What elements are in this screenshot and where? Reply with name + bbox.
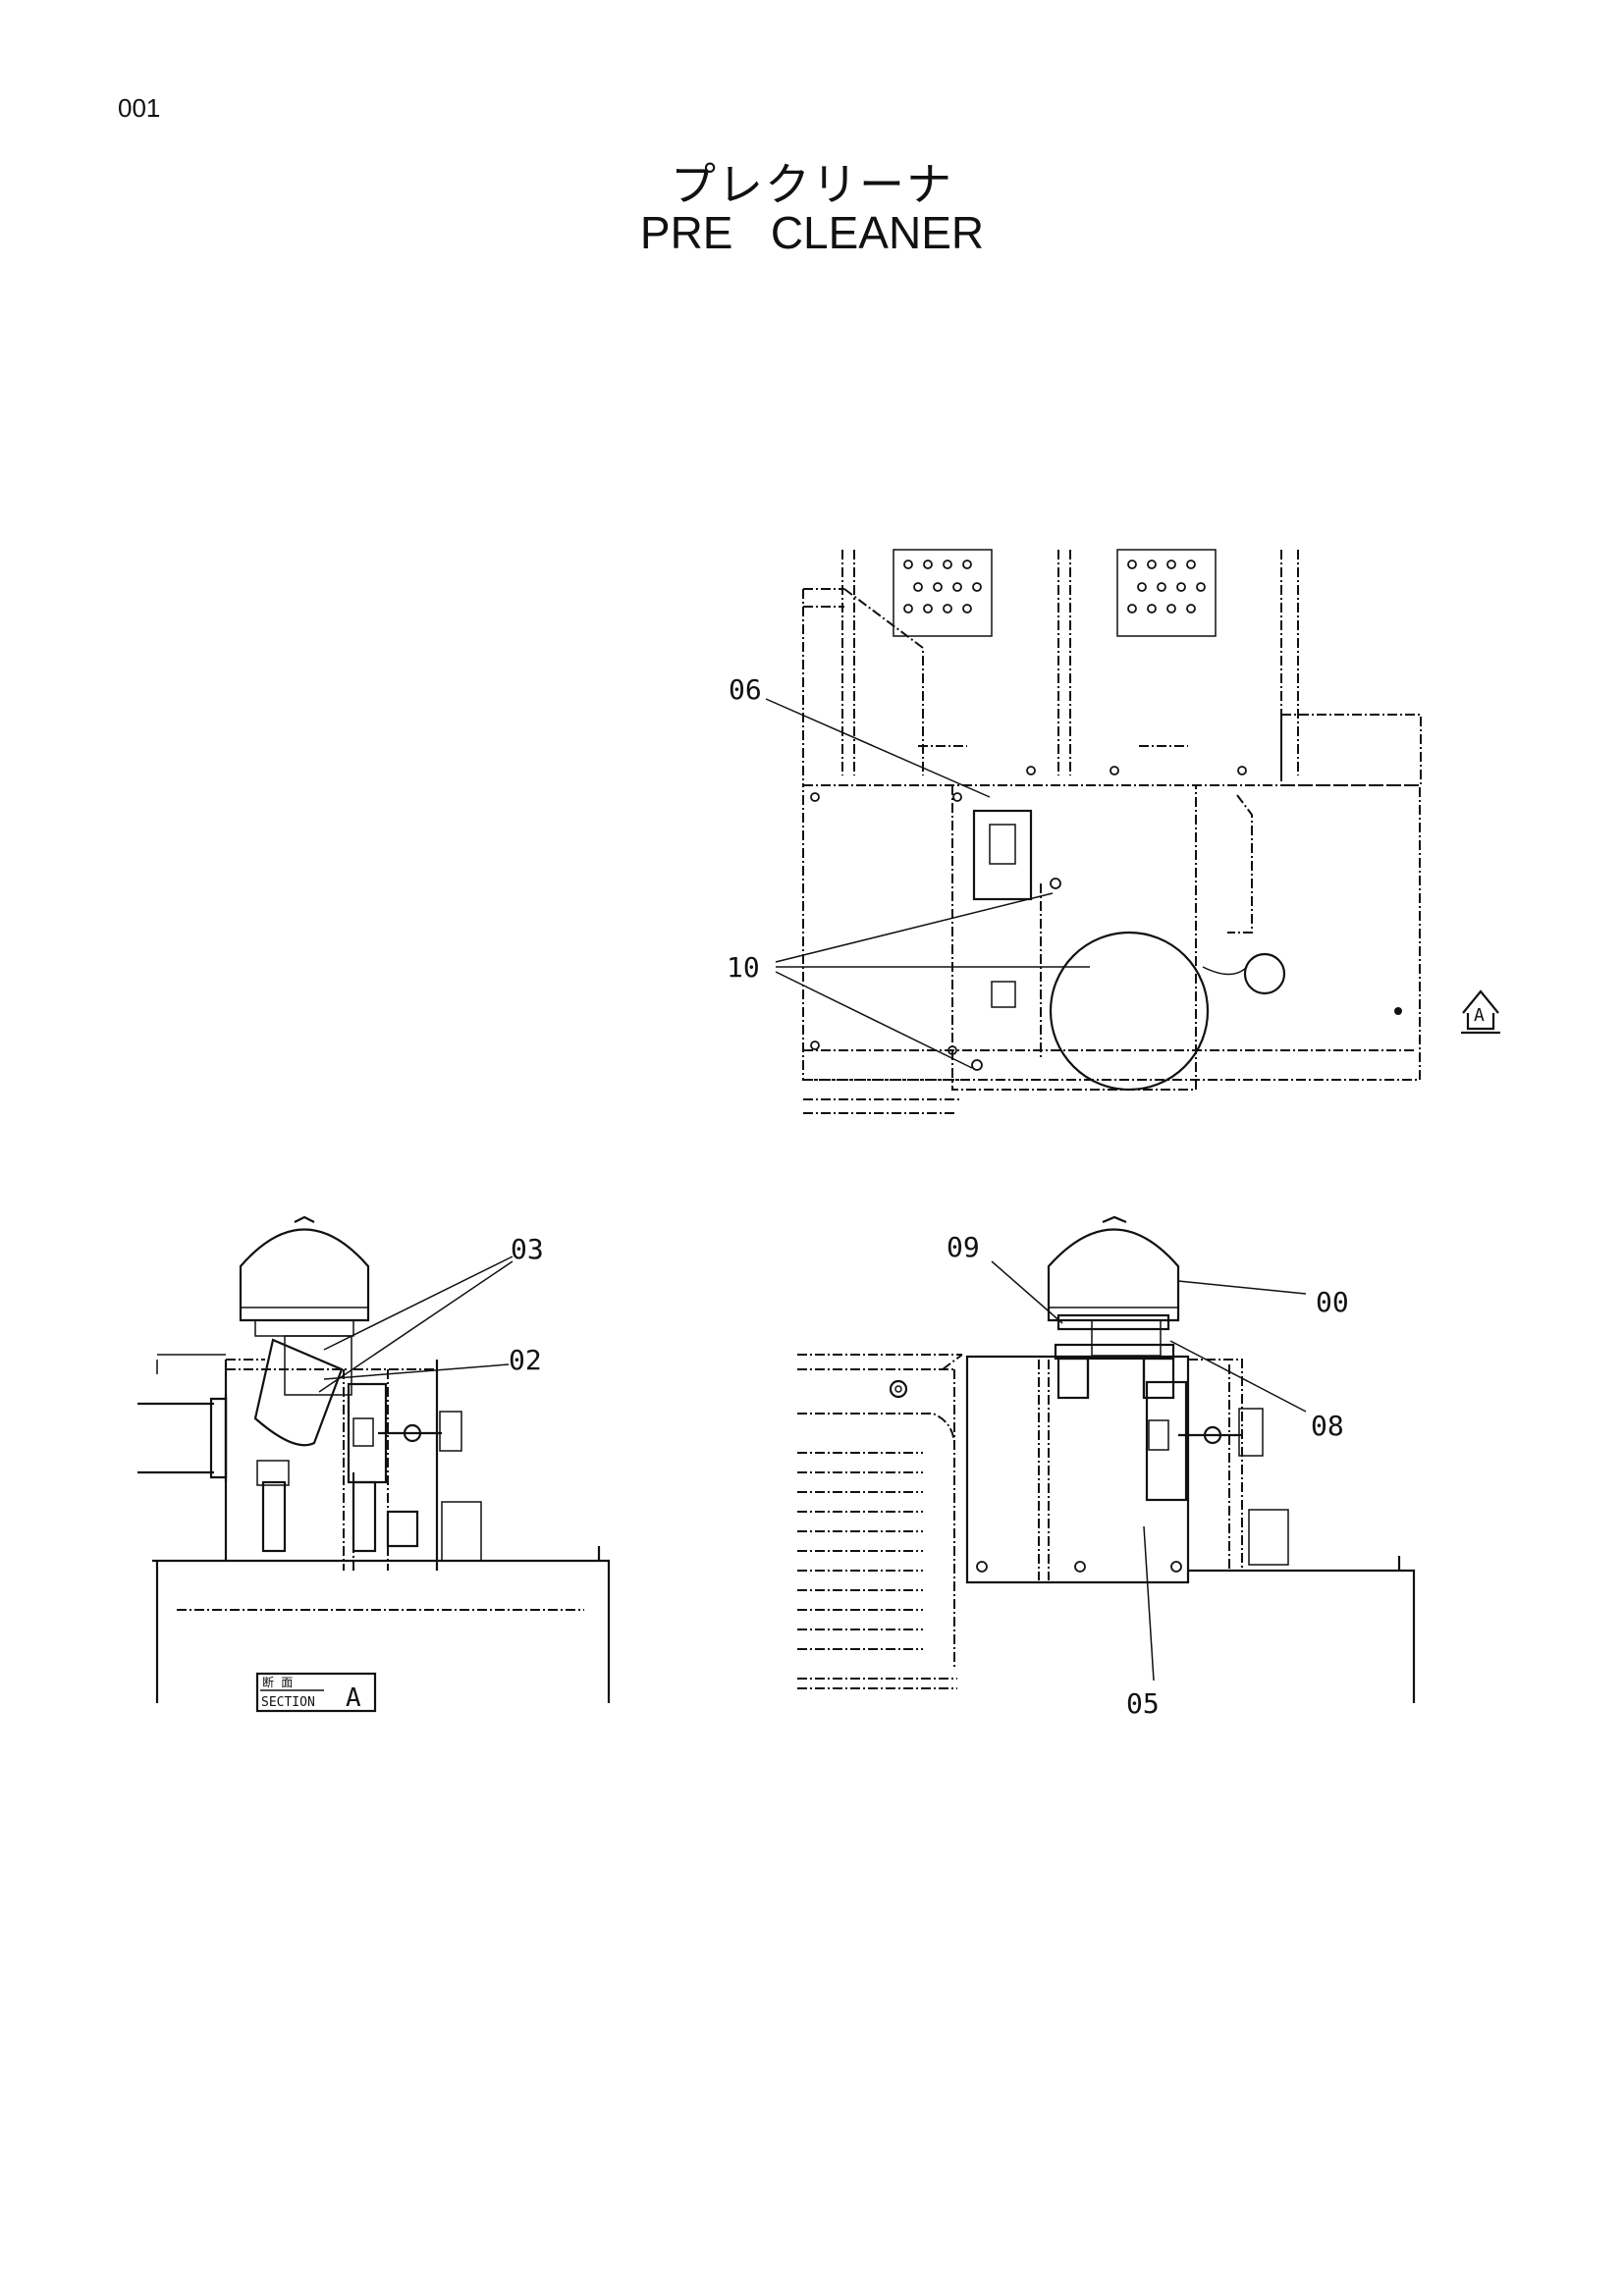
callout-09: 09: [947, 1231, 980, 1263]
section-label-japanese: 断 面: [262, 1675, 293, 1689]
cap-right: [1047, 1228, 1180, 1322]
view-marker-a: A: [1474, 1005, 1485, 1026]
section-label-box: [255, 1672, 377, 1713]
latch-box: [972, 809, 1033, 901]
title-japanese: プレクリーナ: [671, 158, 953, 211]
top-callout-lines: [765, 698, 1090, 1069]
callout-08: 08: [1311, 1410, 1344, 1442]
callout-05: 05: [1126, 1687, 1160, 1720]
front-view: [797, 1215, 1416, 1703]
cap-left: [239, 1228, 370, 1322]
perforated-panel-right: [1116, 549, 1217, 637]
callout-06: 06: [729, 673, 762, 706]
perforated-panel-left: [893, 549, 993, 637]
front-callout-lines: [991, 1260, 1307, 1682]
callout-02: 02: [509, 1344, 542, 1376]
inlet-elbow: [253, 1338, 344, 1447]
section-label-letter: A: [346, 1683, 361, 1713]
callout-10: 10: [727, 951, 760, 984]
page-number: 001: [118, 93, 161, 123]
callout-03: 03: [511, 1233, 544, 1265]
title-english: PRE CLEANER: [639, 207, 985, 258]
cover-panel: [965, 1355, 1190, 1584]
section-a-view: [137, 1215, 611, 1703]
callout-00: 00: [1316, 1286, 1349, 1318]
left-callout-lines: [318, 1255, 514, 1393]
section-label-english: SECTION: [261, 1695, 315, 1710]
top-view: [802, 549, 1500, 1114]
pre-cleaner-top: [1049, 931, 1210, 1092]
